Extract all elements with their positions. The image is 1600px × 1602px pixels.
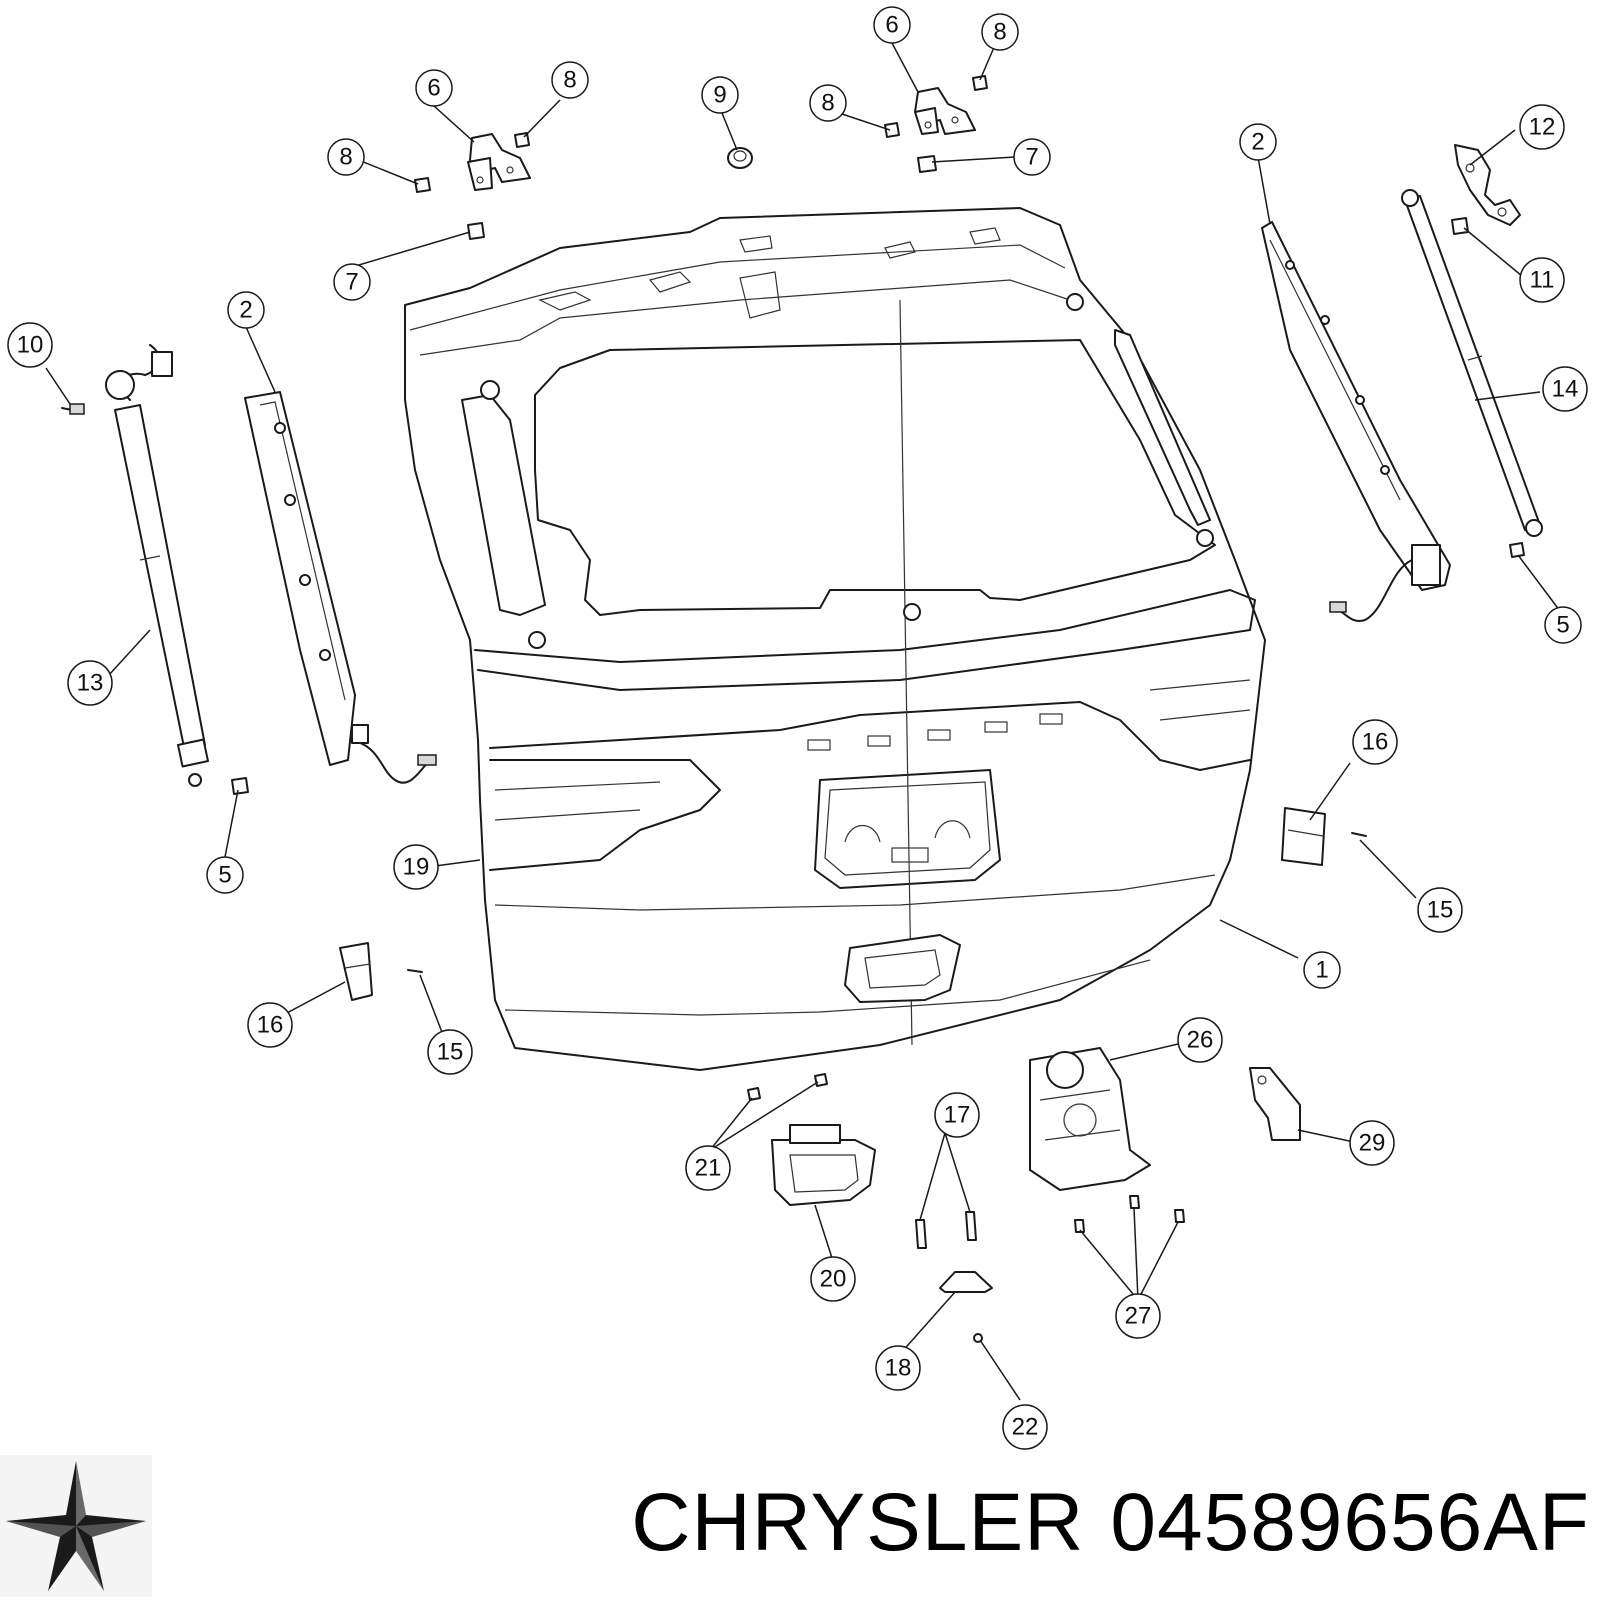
callouts: 1 2 2 5 5 6 6 7 7 8 8 8 8 9 10 11 12 13 … xyxy=(7,6,1588,1450)
left-hinge xyxy=(467,133,531,191)
callout-22: 22 xyxy=(1002,1404,1048,1450)
svg-text:16: 16 xyxy=(257,1012,284,1039)
callout-13: 13 xyxy=(67,660,113,706)
svg-text:7: 7 xyxy=(1025,144,1038,171)
svg-text:6: 6 xyxy=(427,75,440,102)
callout-18: 18 xyxy=(875,1345,921,1391)
left-gas-strut xyxy=(61,344,210,787)
latch-assembly xyxy=(1029,1047,1151,1191)
svg-text:14: 14 xyxy=(1552,376,1579,403)
small-clips xyxy=(747,1073,1185,1343)
right-strut-bracket xyxy=(1454,144,1521,226)
callout-8-d: 8 xyxy=(981,13,1019,51)
part-number: 04589656AF xyxy=(1110,1477,1590,1568)
callout-16-left: 16 xyxy=(247,1002,293,1048)
callout-7-right: 7 xyxy=(1013,138,1051,176)
svg-text:26: 26 xyxy=(1187,1027,1214,1054)
callout-14: 14 xyxy=(1542,366,1588,412)
bumper-pads xyxy=(339,807,1326,1001)
svg-text:5: 5 xyxy=(1556,612,1569,639)
callout-6-right: 6 xyxy=(873,6,911,44)
callout-11: 11 xyxy=(1519,257,1565,303)
callout-9: 9 xyxy=(701,76,739,114)
svg-text:21: 21 xyxy=(695,1155,722,1182)
svg-text:19: 19 xyxy=(403,854,430,881)
callout-12: 12 xyxy=(1519,104,1565,150)
callout-7-left: 7 xyxy=(333,263,371,301)
left-trim-panel xyxy=(244,391,437,784)
callout-29: 29 xyxy=(1349,1120,1395,1166)
svg-text:2: 2 xyxy=(1251,129,1264,156)
svg-text:1: 1 xyxy=(1315,957,1328,984)
right-gas-strut xyxy=(1401,189,1543,537)
callout-21: 21 xyxy=(685,1145,731,1191)
svg-text:15: 15 xyxy=(437,1039,464,1066)
svg-text:20: 20 xyxy=(820,1266,847,1293)
callout-26: 26 xyxy=(1177,1017,1223,1063)
callout-15-right: 15 xyxy=(1417,887,1463,933)
svg-text:5: 5 xyxy=(218,862,231,889)
callout-8-b: 8 xyxy=(551,61,589,99)
svg-text:29: 29 xyxy=(1359,1130,1386,1157)
svg-text:8: 8 xyxy=(993,19,1006,46)
callout-27: 27 xyxy=(1115,1293,1161,1339)
svg-text:11: 11 xyxy=(1530,267,1555,294)
callout-8-a: 8 xyxy=(327,138,365,176)
right-trim-panel xyxy=(1261,221,1451,623)
right-hinge xyxy=(914,87,976,135)
callout-15-left: 15 xyxy=(427,1029,473,1075)
callout-2-left: 2 xyxy=(227,291,265,329)
callout-5-right: 5 xyxy=(1544,606,1582,644)
striker xyxy=(1249,1067,1301,1141)
callout-2-right: 2 xyxy=(1239,123,1277,161)
callout-17: 17 xyxy=(934,1092,980,1138)
callout-8-c: 8 xyxy=(809,84,847,122)
svg-text:18: 18 xyxy=(885,1355,912,1382)
svg-text:22: 22 xyxy=(1012,1414,1039,1441)
liftgate-panel xyxy=(404,207,1266,1071)
svg-text:27: 27 xyxy=(1125,1303,1152,1330)
svg-text:9: 9 xyxy=(713,82,726,109)
svg-text:10: 10 xyxy=(17,332,44,359)
svg-text:2: 2 xyxy=(239,297,252,324)
svg-text:15: 15 xyxy=(1427,897,1454,924)
callout-5-left: 5 xyxy=(206,856,244,894)
callout-16-right: 16 xyxy=(1352,719,1398,765)
brand-name: CHRYSLER xyxy=(631,1477,1085,1568)
svg-text:13: 13 xyxy=(77,670,104,697)
callout-10: 10 xyxy=(7,322,53,368)
svg-text:12: 12 xyxy=(1529,114,1556,141)
callout-6-left: 6 xyxy=(415,69,453,107)
svg-text:8: 8 xyxy=(563,67,576,94)
part-caption: CHRYSLER 04589656AF xyxy=(560,1468,1590,1578)
svg-text:7: 7 xyxy=(345,269,358,296)
svg-text:8: 8 xyxy=(339,144,352,171)
callout-20: 20 xyxy=(810,1256,856,1302)
callout-19: 19 xyxy=(393,844,439,890)
handle-assembly xyxy=(771,1124,876,1206)
svg-text:17: 17 xyxy=(944,1102,971,1129)
svg-text:8: 8 xyxy=(821,90,834,117)
svg-text:16: 16 xyxy=(1362,729,1389,756)
callout-1: 1 xyxy=(1303,951,1341,989)
svg-text:6: 6 xyxy=(885,12,898,39)
chrysler-star-logo-icon xyxy=(0,1455,152,1597)
